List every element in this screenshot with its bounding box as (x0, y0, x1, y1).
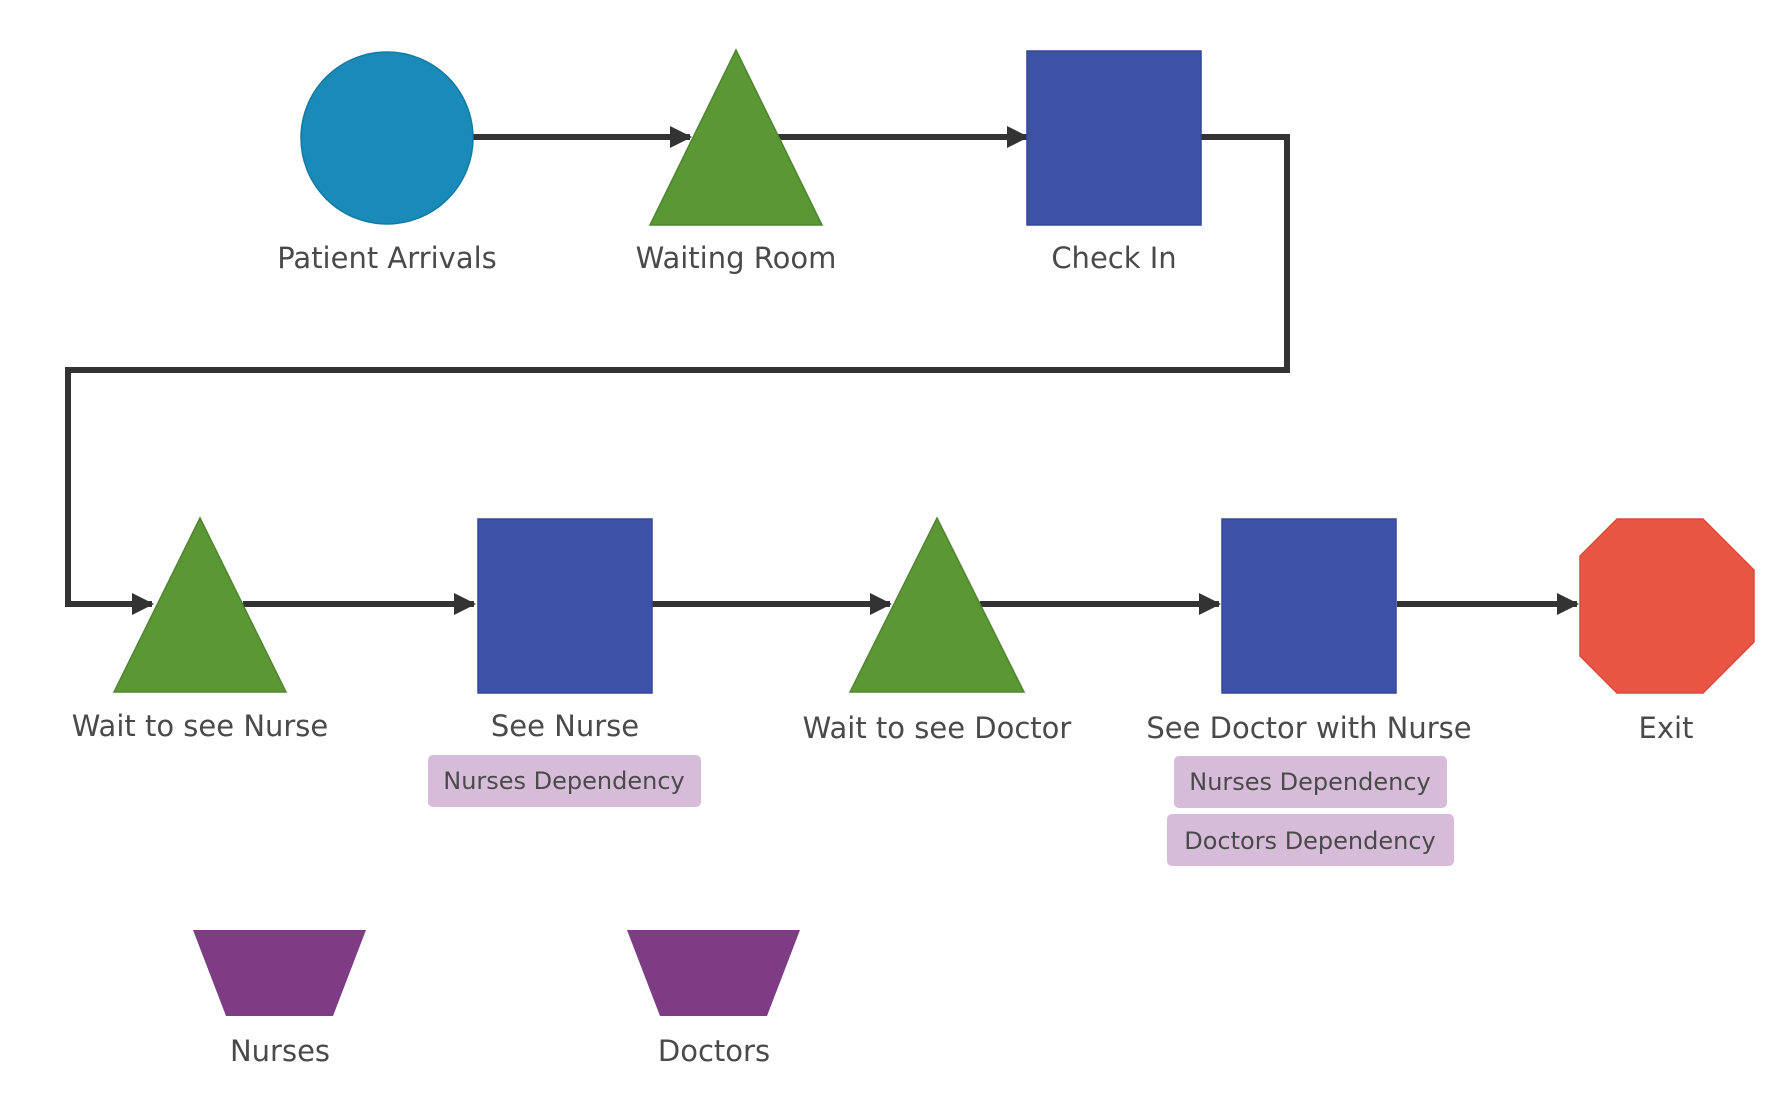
dependency-tag-label: Nurses Dependency (1189, 768, 1431, 796)
queue-triangle-icon (648, 48, 824, 226)
dependency-tag[interactable]: Nurses Dependency (1174, 756, 1447, 808)
node-exit[interactable]: Exit (1579, 518, 1755, 745)
resource-nurses[interactable]: Nurses (193, 930, 366, 1068)
node-see-nurse[interactable]: See Nurse Nurses Dependency (428, 518, 701, 807)
activity-square-icon (1221, 518, 1397, 694)
resource-doctors[interactable]: Doctors (627, 930, 800, 1068)
node-see-doctor-with-nurse[interactable]: See Doctor with Nurse Nurses Dependency … (1146, 518, 1472, 866)
node-label: See Doctor with Nurse (1146, 711, 1471, 745)
node-label: See Nurse (491, 709, 639, 743)
node-label: Check In (1051, 241, 1176, 275)
exit-octagon-icon (1579, 518, 1755, 694)
node-label: Waiting Room (636, 241, 837, 275)
dependency-tag[interactable]: Doctors Dependency (1167, 814, 1454, 866)
dependency-tag-background (428, 755, 701, 807)
queue-triangle-icon (112, 516, 288, 693)
resource-trapezoid-icon (193, 930, 366, 1016)
node-label: Wait to see Nurse (72, 709, 329, 743)
node-wait-to-see-doctor[interactable]: Wait to see Doctor (803, 516, 1072, 745)
dependency-tag-background (1167, 814, 1454, 866)
dependency-tag-label: Nurses Dependency (443, 767, 685, 795)
resource-trapezoid-icon (627, 930, 800, 1016)
node-wait-to-see-nurse[interactable]: Wait to see Nurse (72, 516, 329, 743)
dependency-tag-label: Doctors Dependency (1184, 827, 1436, 855)
node-label: Wait to see Doctor (803, 711, 1072, 745)
node-waiting-room[interactable]: Waiting Room (636, 48, 837, 275)
source-circle-icon (300, 51, 474, 225)
dependency-tag[interactable]: Nurses Dependency (428, 755, 701, 807)
edge-check-in-to-wait-nurse (65, 134, 1290, 615)
queue-triangle-icon (848, 516, 1026, 693)
activity-square-icon (1026, 50, 1202, 226)
node-label: Patient Arrivals (277, 241, 497, 275)
resource-label: Nurses (230, 1034, 330, 1068)
node-patient-arrivals[interactable]: Patient Arrivals (277, 51, 497, 275)
resource-label: Doctors (658, 1034, 770, 1068)
node-label: Exit (1639, 711, 1694, 745)
dependency-tag-background (1174, 756, 1447, 808)
activity-square-icon (477, 518, 653, 694)
connectors (65, 126, 1579, 615)
node-check-in[interactable]: Check In (1026, 50, 1202, 275)
